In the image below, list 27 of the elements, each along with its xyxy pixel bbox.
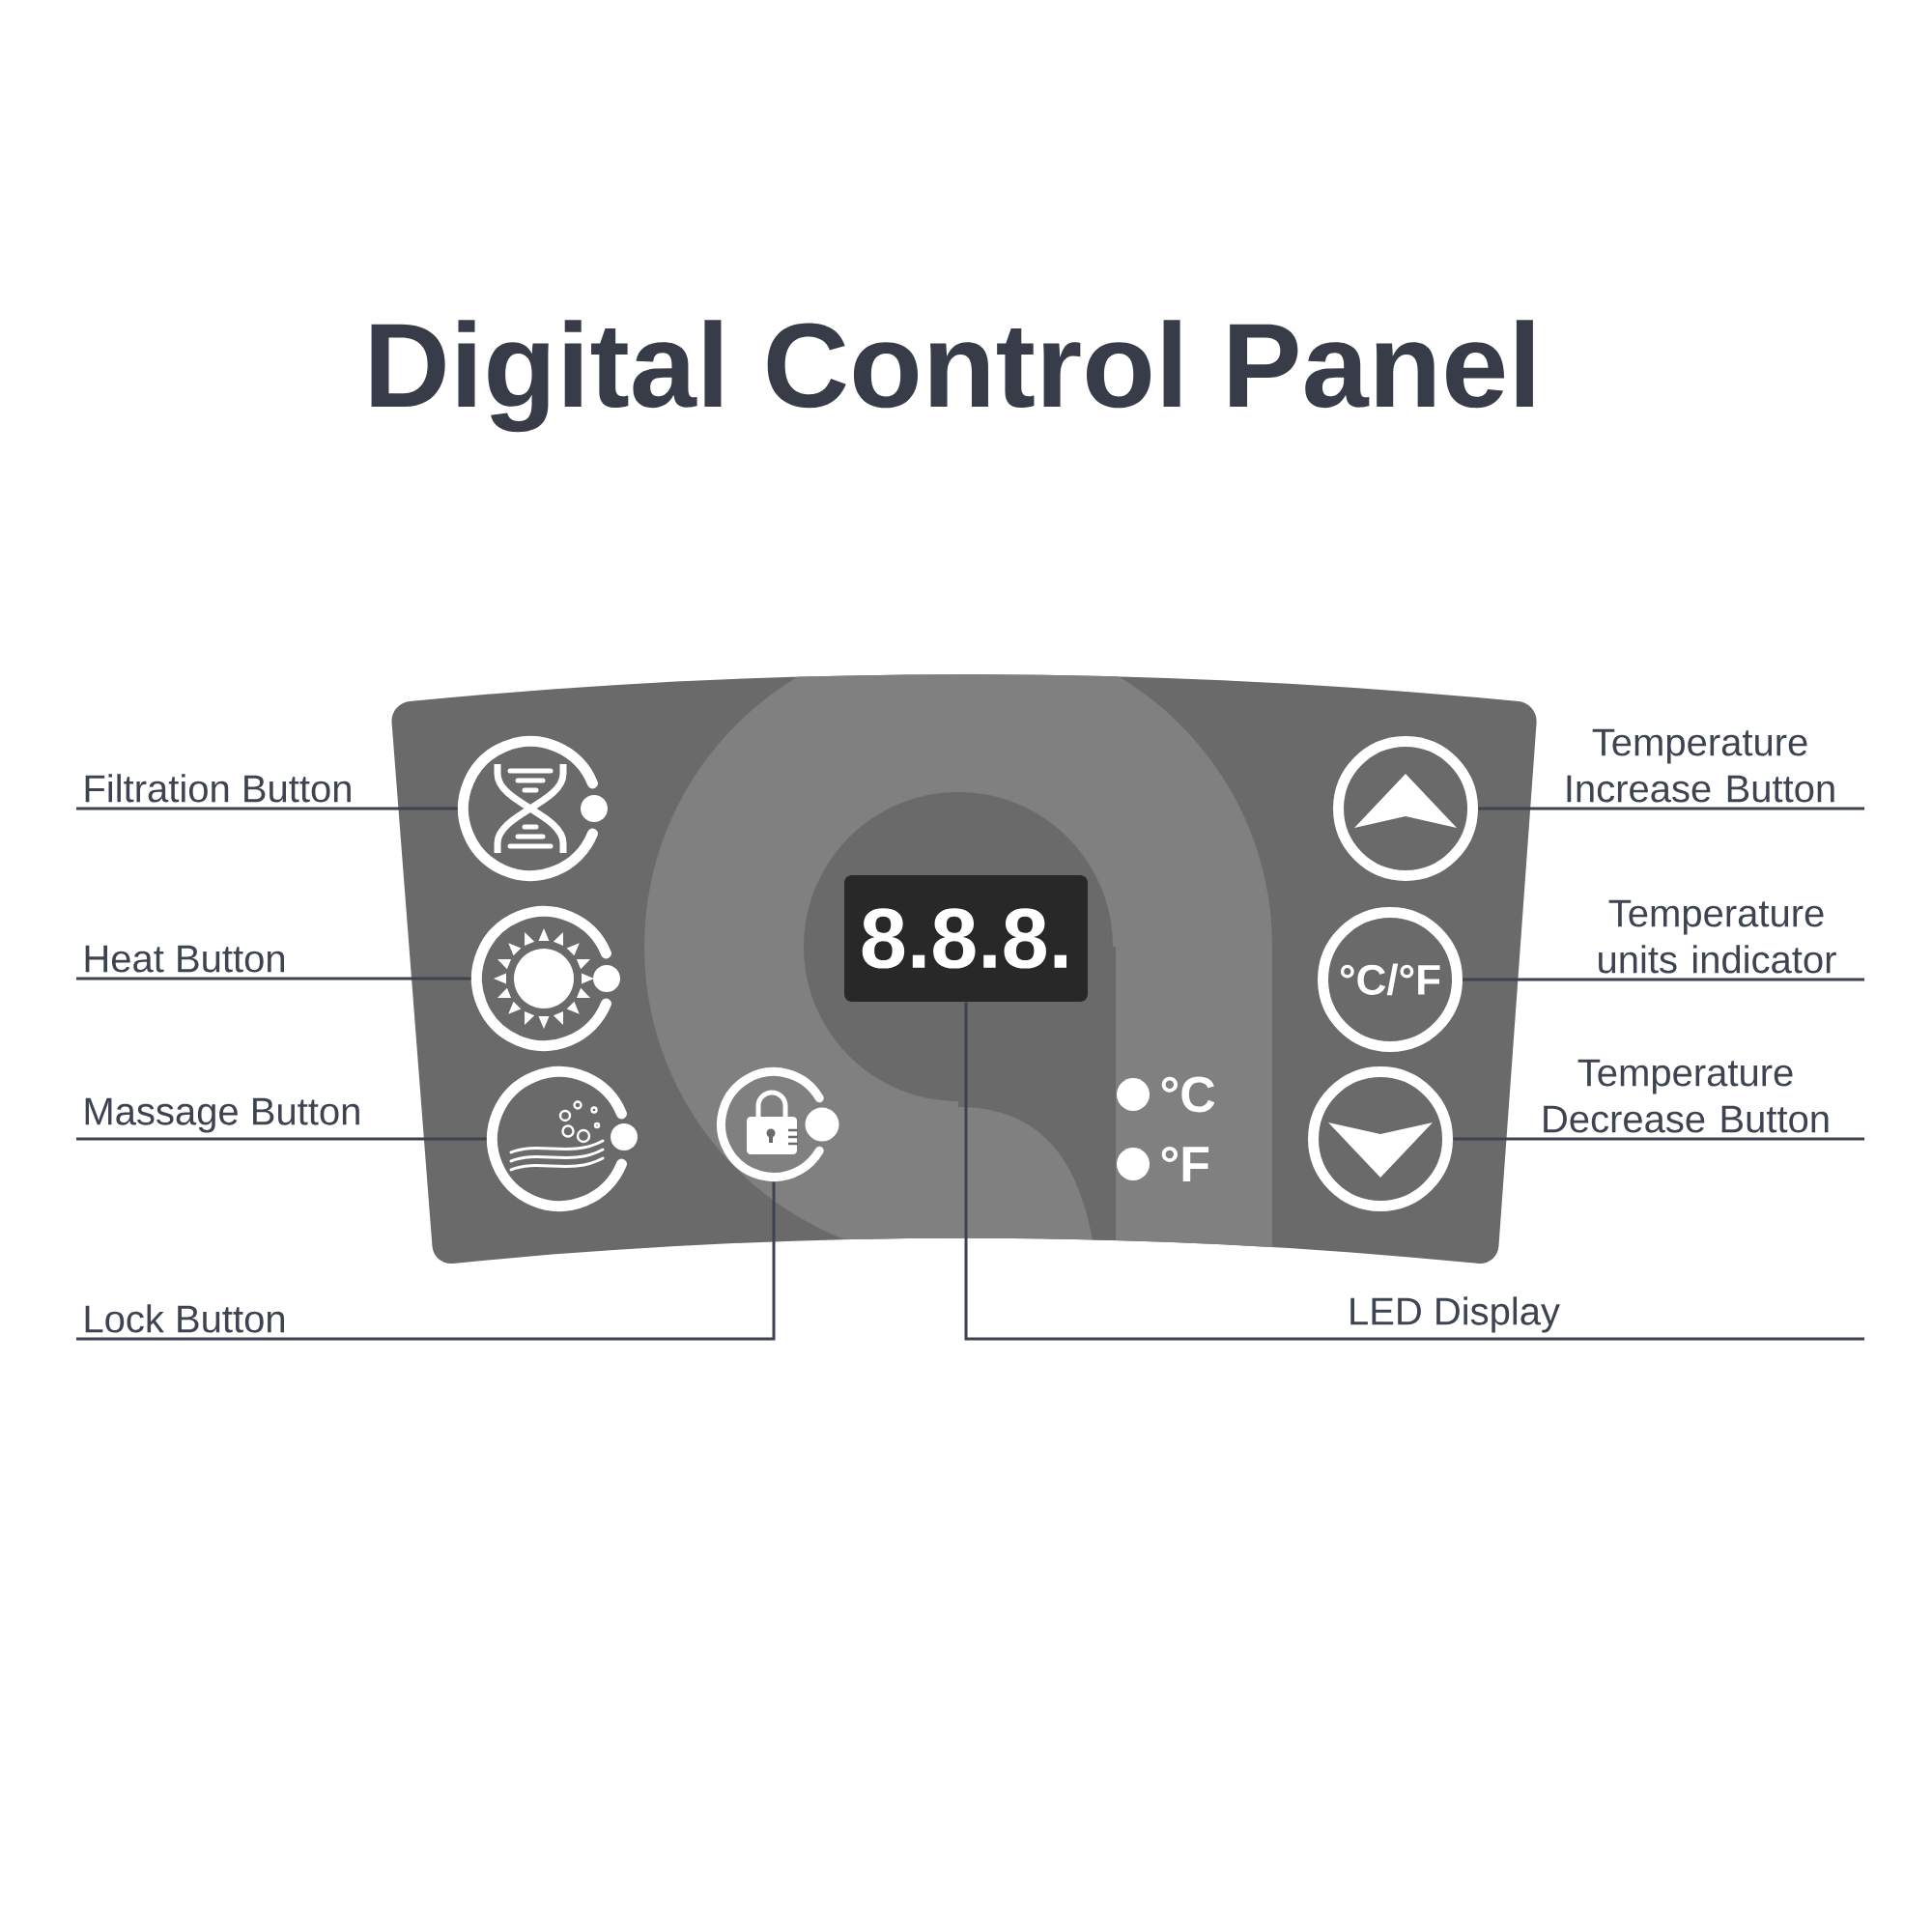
led-display: 8.8.8. [844,875,1088,1002]
part-label: Lock Button [85,1304,284,1333]
leader-line [76,1137,487,1141]
part-label: Temperature units indicator [1599,899,1836,974]
round-button [458,735,598,881]
round-button [471,905,611,1051]
leader-line [1463,978,1865,981]
title: Digital Control Panel [371,320,1533,433]
part-label: Temperature Increase Button [1567,728,1834,803]
round-button [1308,1066,1454,1211]
part-label: Massage Button [85,1097,359,1133]
part-label: Temperature Decrease Button [1544,1059,1829,1133]
part-label: Heat Button [85,945,284,973]
leader-line [1478,807,1865,810]
unit-label: °F [1161,1146,1209,1182]
round-button [487,1066,627,1211]
round-button [717,1067,824,1181]
leader-line [964,1002,1866,1341]
leader-line [76,1181,776,1341]
leader-line [76,807,458,810]
leader-line [76,977,471,980]
leader-line [1453,1137,1865,1141]
unit-label: °C [1161,1076,1215,1113]
round-button [1333,736,1478,881]
part-label: LED Display [1350,1296,1560,1333]
part-label: Filtration Button [85,774,351,803]
round-button: °C/°F [1318,907,1463,1052]
